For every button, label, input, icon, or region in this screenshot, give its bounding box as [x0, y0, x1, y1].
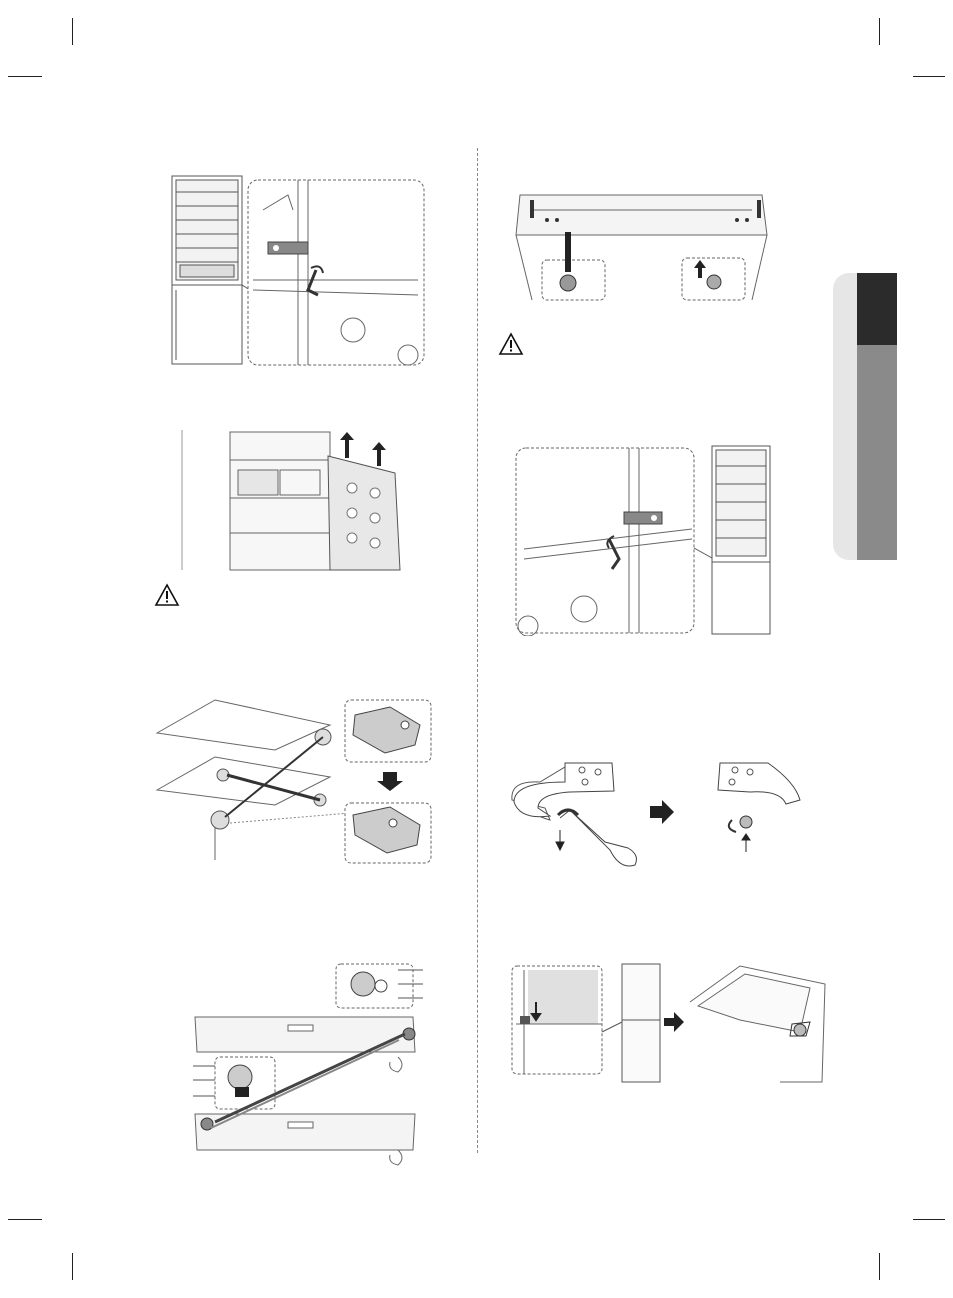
crop-mark — [8, 1219, 42, 1220]
crop-mark — [913, 1219, 945, 1220]
figure-reverse-hinge-pin — [510, 760, 806, 876]
crop-mark — [879, 1253, 880, 1280]
figure-swap-hinge-bracket — [155, 695, 435, 865]
chapter-tab-bg — [833, 273, 857, 560]
crop-mark — [8, 76, 42, 77]
column-divider — [477, 148, 478, 1153]
figure-upper-door-hinge-allen-key — [168, 170, 430, 370]
crop-mark — [72, 1253, 73, 1280]
crop-mark — [879, 18, 880, 45]
warning-triangle-icon — [154, 583, 180, 612]
figure-fit-upper-door — [510, 962, 830, 1084]
figure-refit-hinge-allen-key — [514, 444, 774, 636]
crop-mark — [913, 76, 945, 77]
chapter-tab-active — [857, 273, 897, 345]
warning-triangle-icon — [498, 332, 524, 361]
figure-remove-top-cover-screws — [512, 190, 772, 310]
chapter-tab — [857, 345, 897, 560]
figure-move-hinge-parts-bottom — [193, 962, 443, 1167]
figure-lift-door-off-hinge — [180, 428, 412, 573]
crop-mark — [72, 18, 73, 45]
